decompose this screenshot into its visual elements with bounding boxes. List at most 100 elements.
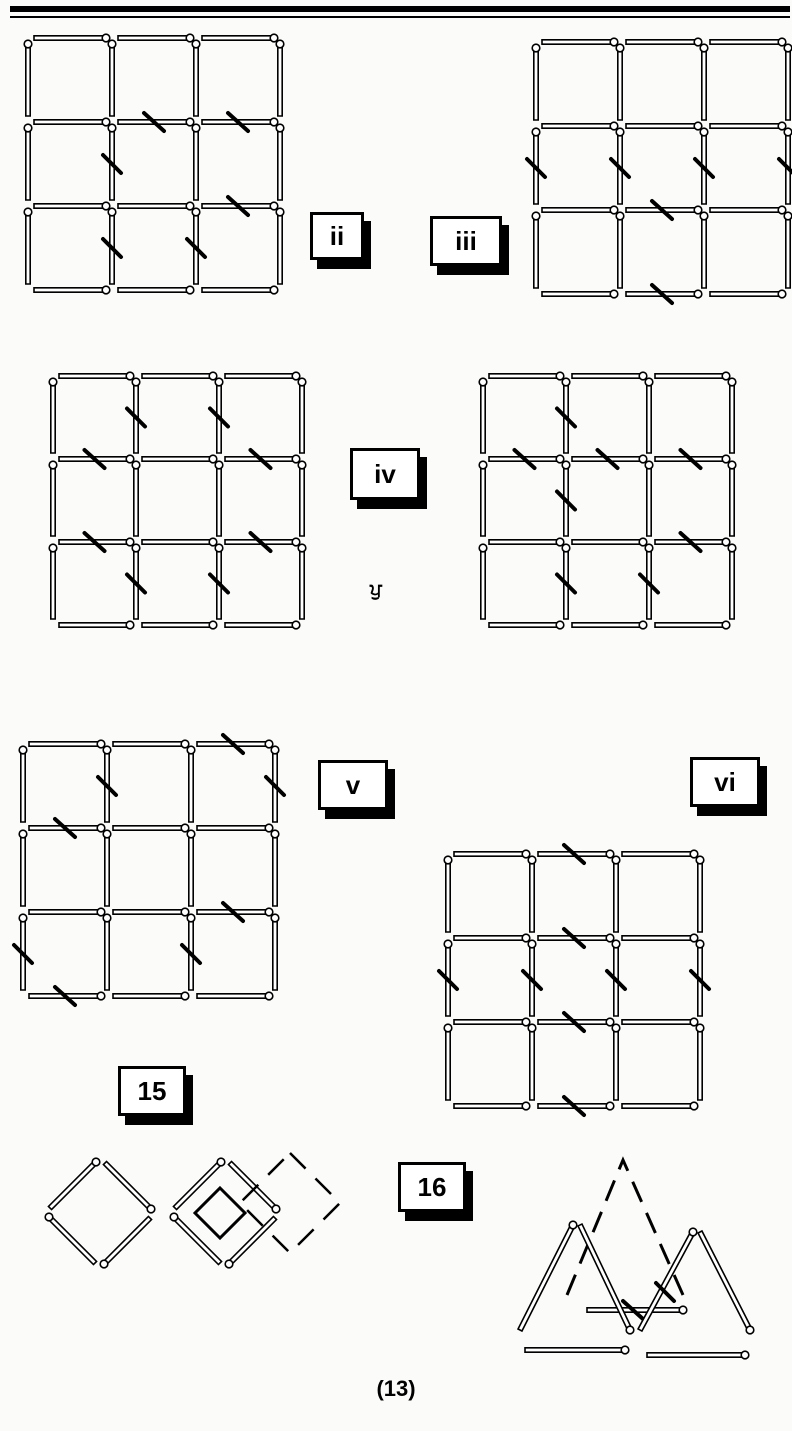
match-stick — [202, 288, 274, 292]
matchstick — [454, 1018, 530, 1026]
matchstick — [710, 38, 786, 46]
match-stick — [21, 750, 25, 822]
top-rule-thick — [10, 6, 790, 12]
matchstick — [215, 461, 223, 536]
match-head — [626, 1326, 634, 1334]
match-head — [616, 128, 624, 136]
label-16: 16 — [398, 1162, 466, 1212]
match-stick — [113, 742, 185, 746]
matchstick — [444, 856, 452, 932]
match-head — [126, 621, 134, 629]
match-stick — [194, 44, 198, 116]
match-head — [722, 372, 730, 380]
match-stick — [103, 1161, 152, 1210]
match-head — [292, 621, 300, 629]
matchstick — [29, 740, 105, 748]
match-head — [556, 621, 564, 629]
matchstick — [276, 124, 284, 200]
match-head — [639, 455, 647, 463]
match-head — [103, 830, 111, 838]
match-head — [187, 746, 195, 754]
matchstick — [700, 44, 708, 120]
match-head — [522, 1018, 530, 1026]
match-stick — [572, 540, 643, 544]
match-head — [610, 290, 618, 298]
match-head — [532, 44, 540, 52]
matchstick — [572, 621, 647, 629]
match-head — [556, 538, 564, 546]
match-head — [270, 286, 278, 294]
matchstick — [647, 1351, 749, 1359]
match-stick — [454, 1020, 526, 1024]
match-head — [271, 746, 279, 754]
label-ii: ii — [310, 212, 364, 260]
matchstick-figure-16 — [505, 1150, 755, 1380]
matchstick — [616, 212, 624, 288]
matchstick — [542, 122, 618, 130]
matchstick — [103, 1161, 154, 1212]
matchstick — [622, 1018, 698, 1026]
matchstick — [271, 914, 279, 990]
match-head — [444, 940, 452, 948]
matchstick — [187, 830, 195, 906]
match-stick — [710, 292, 782, 296]
matchstick — [298, 544, 306, 619]
match-stick — [534, 48, 538, 120]
match-stick — [105, 834, 109, 906]
matchstick — [528, 1024, 536, 1100]
match-head — [102, 34, 110, 42]
match-head — [102, 118, 110, 126]
match-head — [265, 908, 273, 916]
matchstick-grid-iv-right — [475, 368, 745, 620]
match-stick — [446, 1028, 450, 1100]
match-head — [49, 461, 57, 469]
match-head — [298, 461, 306, 469]
matchstick — [728, 544, 736, 619]
match-head — [100, 1260, 108, 1268]
match-head — [19, 746, 27, 754]
match-head — [528, 856, 536, 864]
match-head — [612, 940, 620, 948]
matchstick-grid-vi — [440, 846, 715, 1098]
match-head — [696, 940, 704, 948]
matchstick — [479, 544, 487, 619]
matchstick — [298, 378, 306, 453]
matchstick — [710, 290, 786, 298]
match-head — [265, 740, 273, 748]
match-stick — [622, 1020, 694, 1024]
match-head — [215, 544, 223, 552]
matchstick — [784, 212, 792, 288]
match-head — [24, 40, 32, 48]
matchstick — [132, 461, 140, 536]
match-head — [522, 934, 530, 942]
match-stick — [638, 1231, 695, 1331]
match-stick — [34, 288, 106, 292]
matchstick — [103, 914, 111, 990]
inner-square — [195, 1188, 245, 1238]
matchstick — [34, 202, 110, 210]
matchstick — [173, 1158, 224, 1209]
match-head — [784, 128, 792, 136]
matchstick — [170, 1213, 221, 1264]
match-stick — [454, 1104, 526, 1108]
match-stick — [189, 750, 193, 822]
matchstick — [696, 856, 704, 932]
match-stick — [647, 382, 651, 453]
match-head — [728, 461, 736, 469]
match-head — [690, 850, 698, 858]
match-stick — [217, 465, 221, 536]
label-15: 15 — [118, 1066, 186, 1116]
match-head — [97, 740, 105, 748]
match-head — [679, 1306, 687, 1314]
match-head — [271, 914, 279, 922]
match-head — [181, 992, 189, 1000]
match-head — [265, 824, 273, 832]
match-stick — [300, 465, 304, 536]
match-head — [645, 544, 653, 552]
match-head — [696, 1024, 704, 1032]
match-stick — [542, 124, 614, 128]
matchstick — [645, 378, 653, 453]
matchstick — [298, 461, 306, 536]
match-head — [479, 378, 487, 386]
match-stick — [194, 128, 198, 200]
